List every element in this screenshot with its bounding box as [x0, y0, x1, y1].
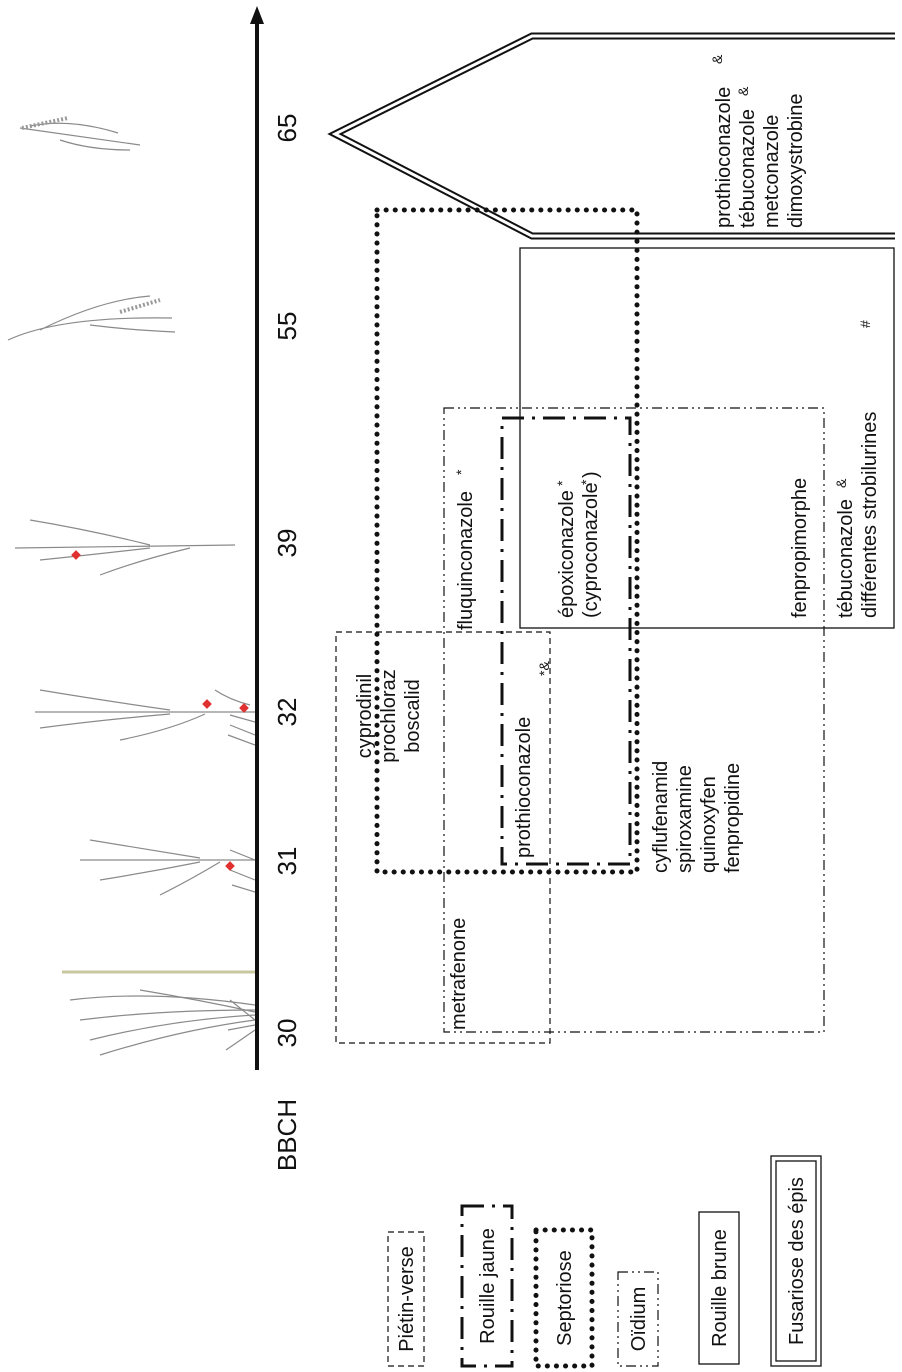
- compound-prothioconazole: prothioconazole: [513, 717, 535, 858]
- compound-cyproconazole: (cyproconazole: [580, 482, 602, 618]
- compound-quinoxyfen: quinoxyfen: [698, 776, 720, 873]
- axis-title: BBCH: [272, 1099, 302, 1171]
- plant-stage-30-illustration: [62, 972, 255, 1055]
- mark-fluquinconazole: *: [453, 469, 469, 475]
- oidium-box: [444, 408, 824, 1032]
- rouille-jaune-compounds: prothioconazole *& époxiconazole * (cypr…: [513, 471, 602, 858]
- legend-item-oidium: Oïdium: [618, 1272, 658, 1366]
- plant-illustrations: [8, 118, 255, 1055]
- compound-tebuconazole-fus: tébuconazole: [737, 109, 759, 228]
- plant-stage-55-illustration: [8, 296, 175, 340]
- mark-tebuconazole-rb: &: [833, 478, 849, 488]
- compound-tebuconazole-rb: tébuconazole: [835, 499, 857, 618]
- fusariose-compounds: prothioconazole & tébuconazole & metcona…: [709, 54, 807, 228]
- rouille-brune-compounds: fenpropimorphe tébuconazole & différente…: [789, 320, 881, 618]
- cyproconazole-close-paren: ): [580, 471, 602, 478]
- legend-label-oidium: Oïdium: [628, 1287, 650, 1351]
- compound-cyprodinil: cyprodinil: [354, 674, 376, 758]
- compound-prothioconazole-fus: prothioconazole: [713, 87, 735, 228]
- stage-label-32: 32: [272, 698, 302, 727]
- plant-stage-31-illustration: [80, 840, 255, 895]
- fusariose-band: [335, 36, 895, 236]
- legend-label-rouille-jaune: Rouille jaune: [477, 1228, 499, 1344]
- compound-metrafenone: metrafenone: [448, 918, 470, 1030]
- legend-item-pietin-verse: Piétin-verse: [388, 1232, 424, 1366]
- stage-label-30: 30: [272, 1019, 302, 1048]
- legend-item-septoriose: Septoriose: [536, 1230, 592, 1366]
- legend: Piétin-verse Rouille jaune Septoriose Oï…: [388, 1156, 821, 1366]
- compound-strobilurines: différentes strobilurines: [859, 412, 881, 618]
- mark-epoxiconazole: *: [554, 480, 570, 486]
- mark-strobilurines: #: [857, 320, 873, 328]
- plant-stage-65-illustration: [20, 118, 140, 150]
- compound-prochloraz: prochloraz: [378, 669, 400, 762]
- compound-dimoxystrobine: dimoxystrobine: [785, 93, 807, 228]
- compound-fenpropimorphe: fenpropimorphe: [789, 478, 811, 618]
- legend-label-fusariose: Fusariose des épis: [786, 1177, 808, 1345]
- stage-label-55: 55: [272, 312, 302, 341]
- legend-label-septoriose: Septoriose: [554, 1250, 576, 1346]
- mark-prothioconazole: *&: [536, 661, 552, 676]
- compound-cyflufenamid: cyflufenamid: [650, 761, 672, 873]
- axis-arrowhead: [250, 6, 264, 24]
- compound-boscalid: boscalid: [402, 679, 424, 752]
- stage-label-65: 65: [272, 114, 302, 143]
- compound-fenpropidine: fenpropidine: [722, 763, 744, 873]
- legend-item-rouille-brune: Rouille brune: [699, 1212, 739, 1364]
- mark-prothioconazole-fus: &: [709, 54, 725, 64]
- pietin-verse-compounds: cyprodinil prochloraz boscalid: [354, 669, 424, 762]
- compound-spiroxamine: spiroxamine: [674, 765, 696, 873]
- compound-metconazole: metconazole: [761, 115, 783, 228]
- bbch-axis: [250, 6, 264, 1070]
- stage-label-39: 39: [272, 529, 302, 558]
- stage-label-31: 31: [272, 847, 302, 876]
- mark-cyproconazole: *: [578, 479, 594, 485]
- compound-fluquinconazole: fluquinconazole: [455, 491, 477, 630]
- plant-stage-39-illustration: [15, 520, 235, 575]
- legend-item-fusariose: Fusariose des épis: [771, 1156, 821, 1366]
- legend-label-rouille-brune: Rouille brune: [709, 1229, 731, 1347]
- legend-label-pietin-verse: Piétin-verse: [396, 1246, 418, 1352]
- compound-epoxiconazole: époxiconazole: [556, 490, 578, 618]
- mark-tebuconazole-fus: &: [735, 86, 751, 96]
- plant-stage-32-illustration: [35, 690, 255, 745]
- legend-item-rouille-jaune: Rouille jaune: [462, 1206, 512, 1366]
